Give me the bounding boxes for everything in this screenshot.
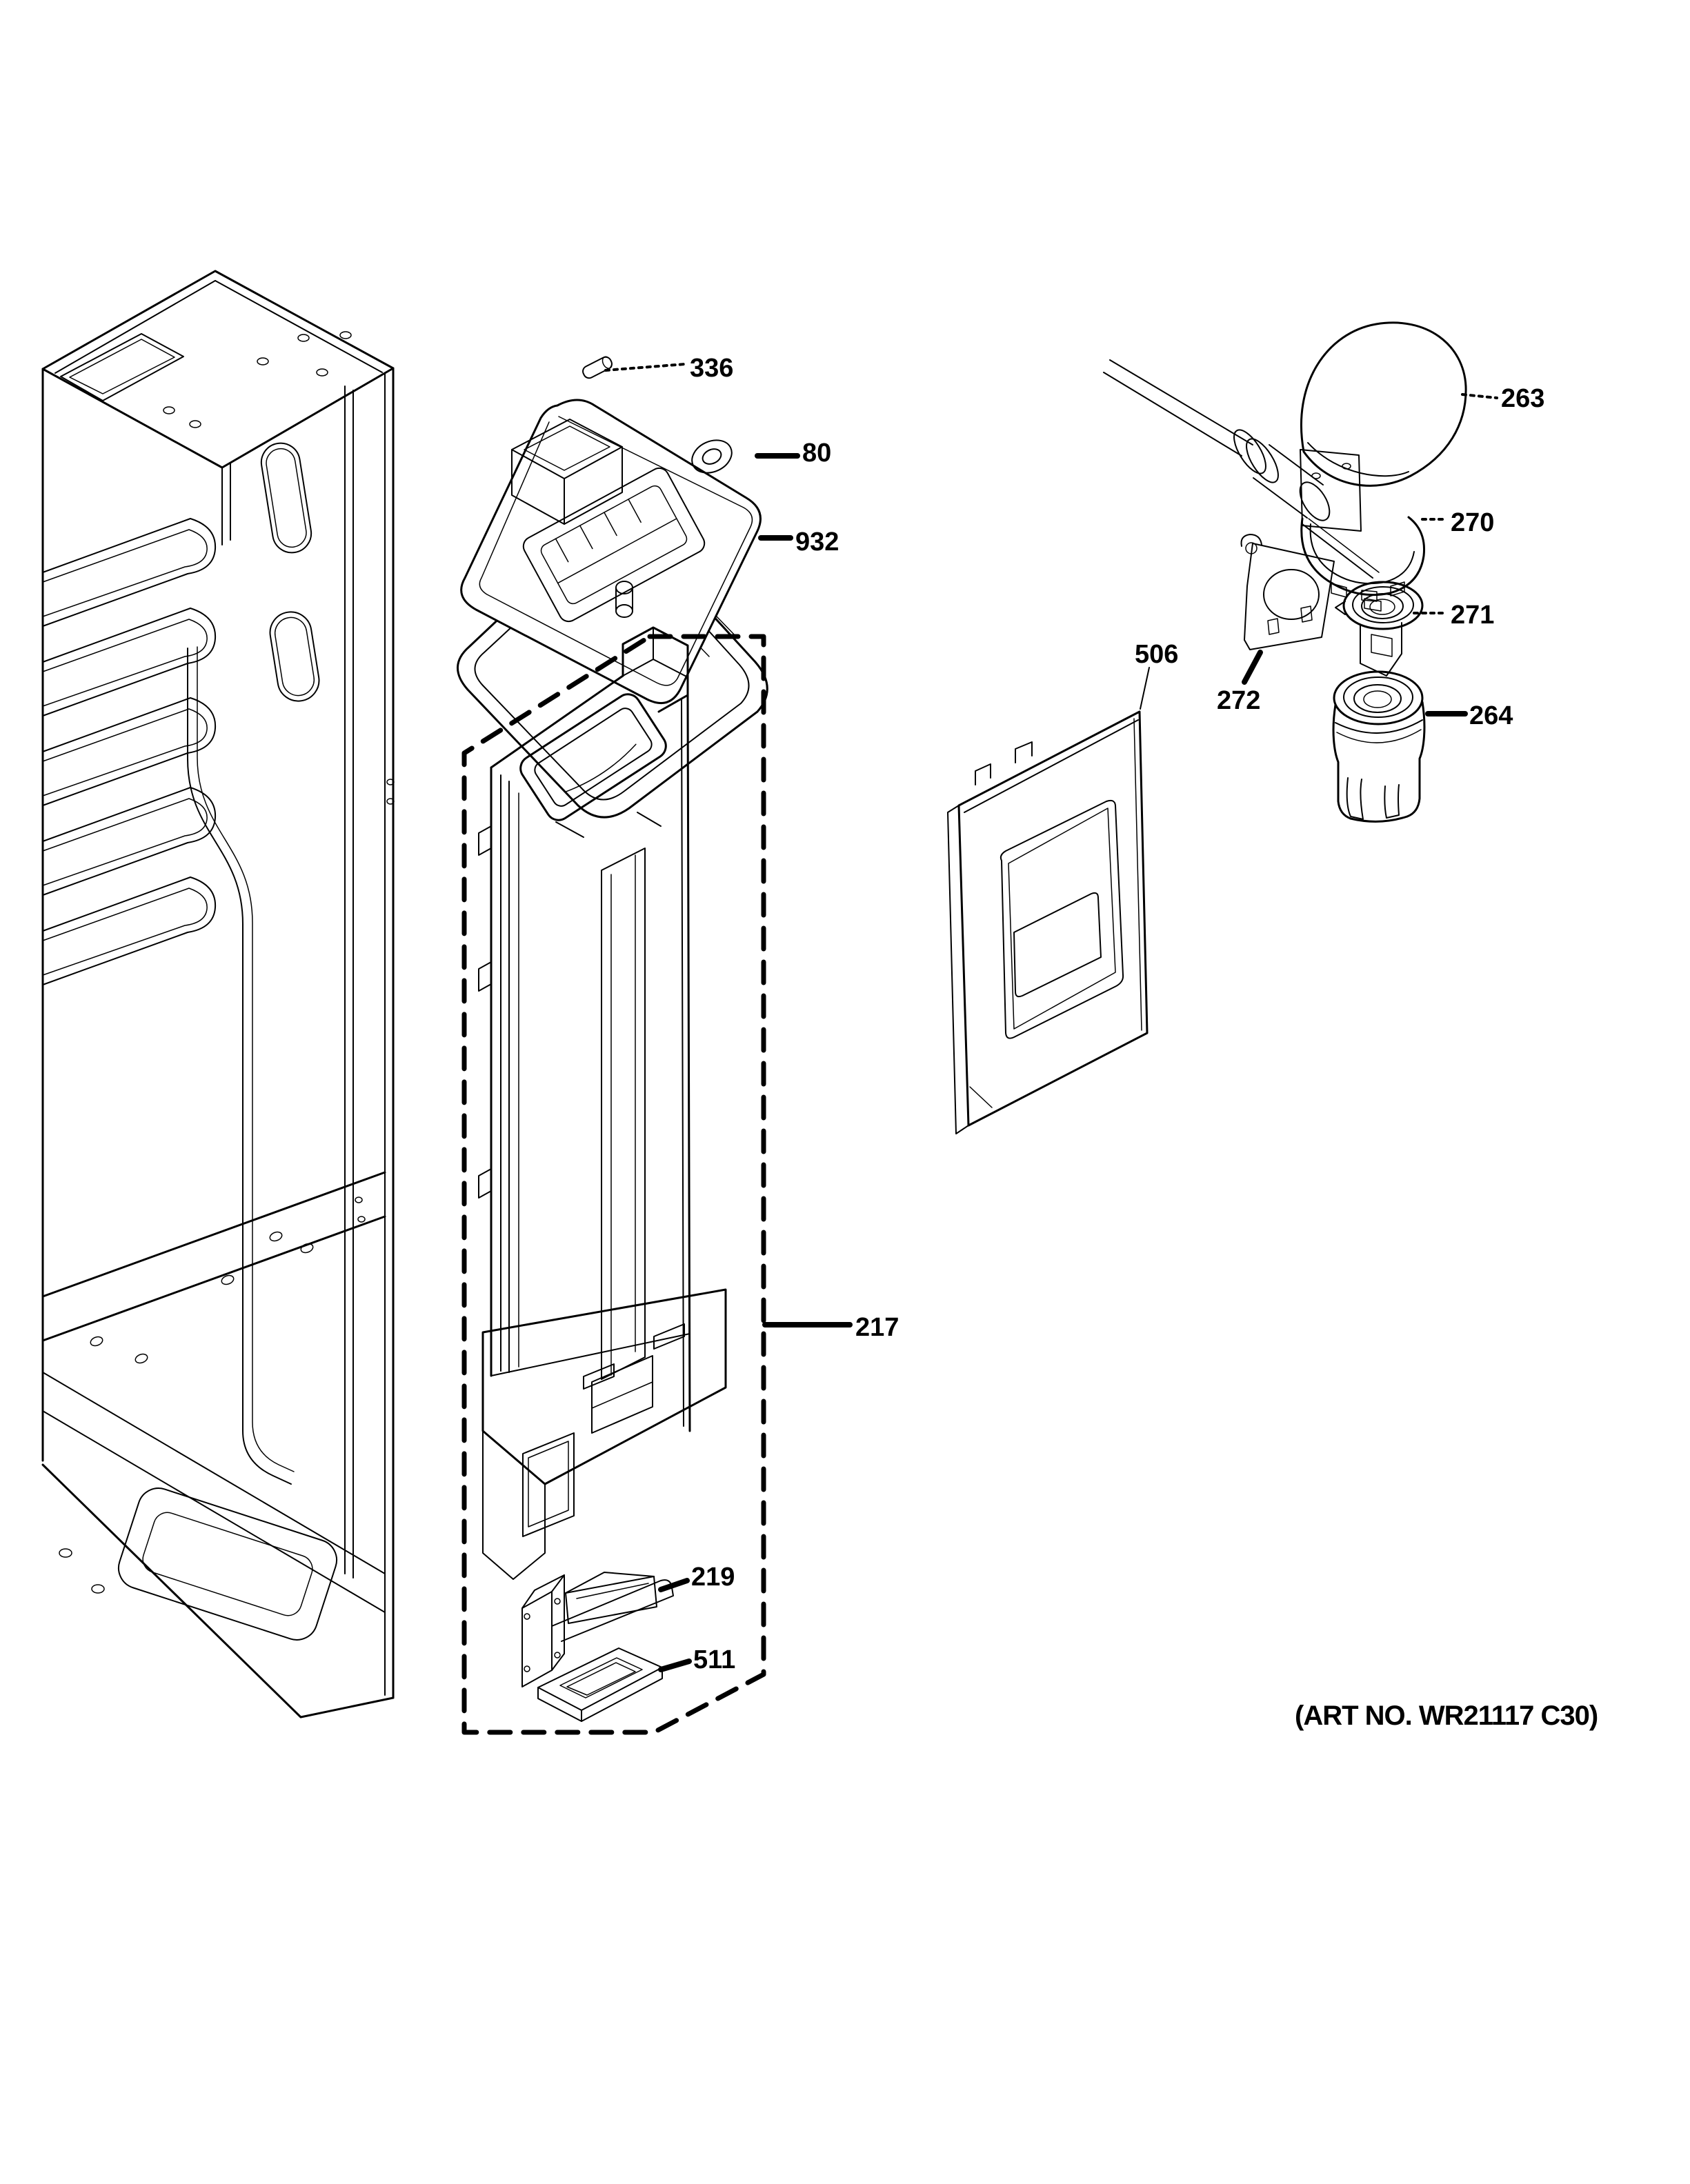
clip-bracket-272 <box>1240 534 1335 650</box>
leader-336 <box>604 363 686 372</box>
part-label-272: 272 <box>1217 686 1260 715</box>
art-number: (ART NO. WR21117 C30) <box>1295 1701 1598 1731</box>
evaporator-coils <box>42 518 217 985</box>
part-label-80: 80 <box>802 439 831 468</box>
recess-cover-506 <box>947 710 1149 1134</box>
leader-219 <box>658 1578 690 1592</box>
water-filter-264 <box>1332 670 1426 823</box>
part-label-506: 506 <box>1135 640 1178 669</box>
part-label-270: 270 <box>1451 508 1494 537</box>
vent-slot-lower <box>269 611 320 702</box>
leader-lines <box>604 363 1498 1672</box>
part-label-511: 511 <box>693 1645 735 1674</box>
part-label-217: 217 <box>855 1313 899 1342</box>
part-label-336: 336 <box>690 354 733 383</box>
part-label-271: 271 <box>1451 601 1494 630</box>
funnel-271 <box>1335 581 1424 677</box>
leader-272 <box>1242 650 1263 685</box>
part-label-932: 932 <box>795 528 839 557</box>
part-labels: 336 80 932 217 219 511 506 272 263 270 2… <box>690 354 1544 1674</box>
vent-slot-upper <box>260 442 312 554</box>
evaporator-cover-217 <box>478 626 727 1580</box>
water-line-assembly <box>947 321 1467 1134</box>
refrigerator-cabinet <box>41 270 395 1719</box>
dashed-enclosure-217 <box>461 634 766 1735</box>
freezer-floor-panel <box>117 1487 338 1641</box>
mounting-plate-80 <box>460 399 762 705</box>
leader-511 <box>658 1659 692 1672</box>
part-label-264: 264 <box>1469 701 1513 730</box>
leader-263 <box>1461 393 1498 399</box>
pin-336 <box>582 356 613 379</box>
part-label-263: 263 <box>1501 384 1544 413</box>
gasket-511 <box>537 1647 663 1722</box>
leader-506 <box>1140 667 1150 710</box>
cap-263 <box>1300 321 1467 487</box>
part-label-219: 219 <box>691 1563 735 1592</box>
air-duct-219 <box>521 1572 674 1687</box>
